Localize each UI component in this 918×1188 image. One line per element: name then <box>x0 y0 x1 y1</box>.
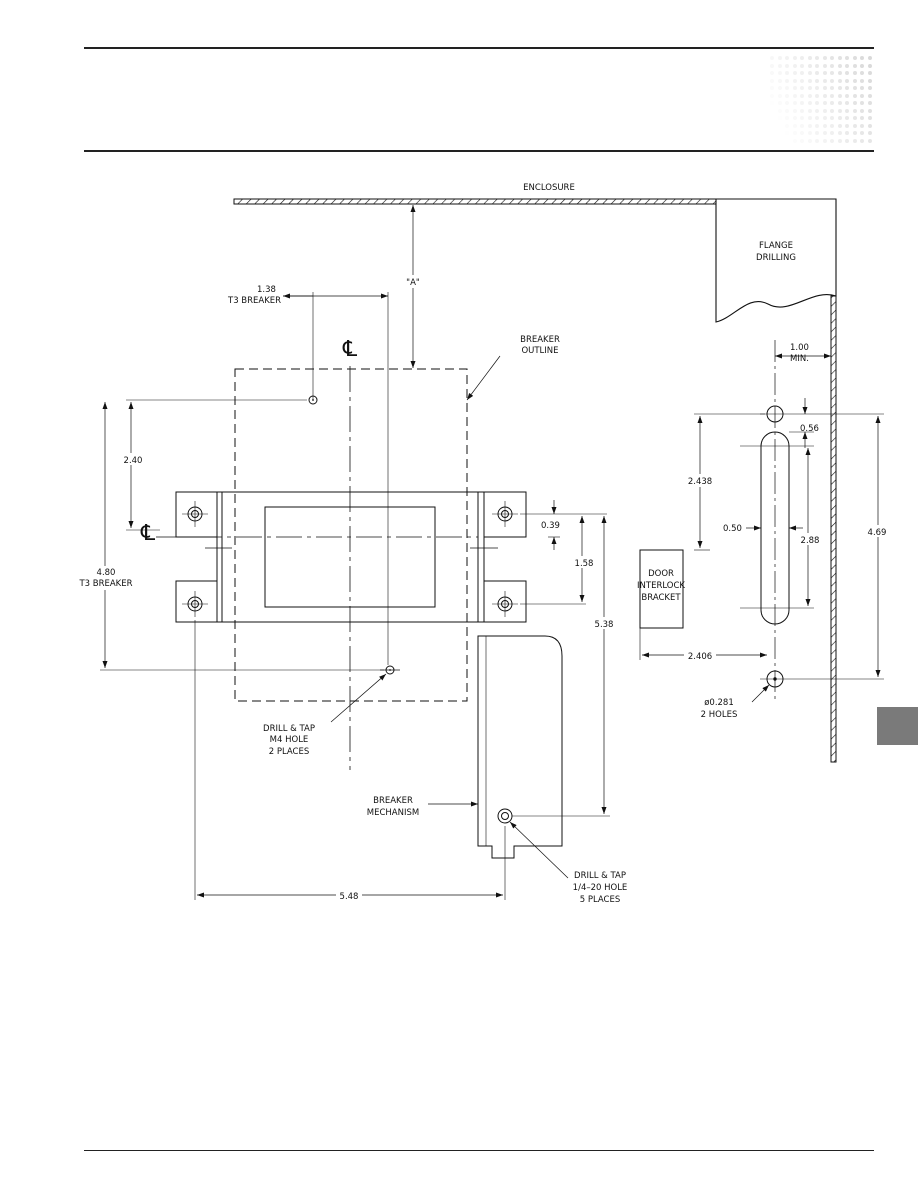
section-tab <box>877 707 918 745</box>
label-drill-m4-1: DRILL & TAP <box>263 724 315 734</box>
label-hole-count: 2 HOLES <box>701 710 738 720</box>
label-5-48: 5.48 <box>340 892 359 902</box>
breaker-window <box>264 506 436 608</box>
label-1-58: 1.58 <box>575 559 594 569</box>
label-flange-2: DRILLING <box>756 253 796 263</box>
door-interlock-bracket <box>639 549 684 629</box>
label-drill-14-3: 5 PLACES <box>580 895 621 905</box>
label-flange-1: FLANGE <box>759 241 793 251</box>
label-4-69: 4.69 <box>868 528 887 538</box>
label-5-38: 5.38 <box>595 620 614 630</box>
label-1-00: 1.00 <box>790 343 809 353</box>
centerline-symbol-vertical: ℄ <box>342 337 358 362</box>
label-4-80: 4.80 <box>97 568 116 578</box>
label-0-50: 0.50 <box>723 524 742 534</box>
centerline-symbol-horizontal: ℄ <box>140 521 156 546</box>
label-1-38-t3: T3 BREAKER <box>227 296 281 306</box>
breaker-mounting-plate <box>175 491 527 623</box>
bracket-hole-bottom-left <box>182 591 208 617</box>
label-2-88: 2.88 <box>801 536 820 546</box>
label-breaker-outline-2: OUTLINE <box>521 346 558 356</box>
label-4-80-t3: T3 BREAKER <box>78 579 132 589</box>
label-door-1: DOOR <box>648 569 674 579</box>
header-bottom-rule <box>84 150 874 152</box>
label-0-56: 0.56 <box>800 424 819 434</box>
bracket-hole-bottom-right <box>492 591 518 617</box>
breaker-outline <box>234 368 468 702</box>
label-door-3: BRACKET <box>641 593 681 603</box>
label-enclosure: ENCLOSURE <box>523 183 575 193</box>
flange-drilling-outline <box>715 198 837 323</box>
label-breaker-outline-1: BREAKER <box>520 335 560 345</box>
enclosure-top-wall <box>233 198 717 205</box>
breaker-mechanism-outline <box>477 635 563 859</box>
enclosure-side-wall <box>830 295 837 763</box>
m4-hole-top <box>308 395 318 405</box>
bracket-hole-top-left <box>182 501 208 527</box>
label-hole-dia: ø0.281 <box>704 698 734 708</box>
footer-rule <box>84 1150 874 1151</box>
label-1-00-min: MIN. <box>790 354 809 364</box>
label-2-40: 2.40 <box>124 456 143 466</box>
label-2-406: 2.406 <box>688 652 712 662</box>
label-drill-m4-3: 2 PLACES <box>269 747 310 757</box>
label-mechanism-2: MECHANISM <box>367 808 419 818</box>
label-drill-m4-2: M4 HOLE <box>270 735 309 745</box>
header-top-rule <box>84 47 874 49</box>
bracket-hole-top-right <box>492 501 518 527</box>
mechanism-hole <box>497 808 513 824</box>
label-door-2: INTERLOCK <box>637 581 685 591</box>
decorative-dot-grid <box>770 56 874 146</box>
label-dim-a: "A" <box>406 278 420 288</box>
enclosure <box>233 198 837 763</box>
label-drill-14-1: DRILL & TAP <box>574 871 626 881</box>
label-2-438: 2.438 <box>688 477 712 487</box>
label-mechanism-1: BREAKER <box>373 796 413 806</box>
label-drill-14-2: 1/4–20 HOLE <box>573 883 628 893</box>
label-1-38: 1.38 <box>257 285 276 295</box>
label-0-39: 0.39 <box>541 521 560 531</box>
